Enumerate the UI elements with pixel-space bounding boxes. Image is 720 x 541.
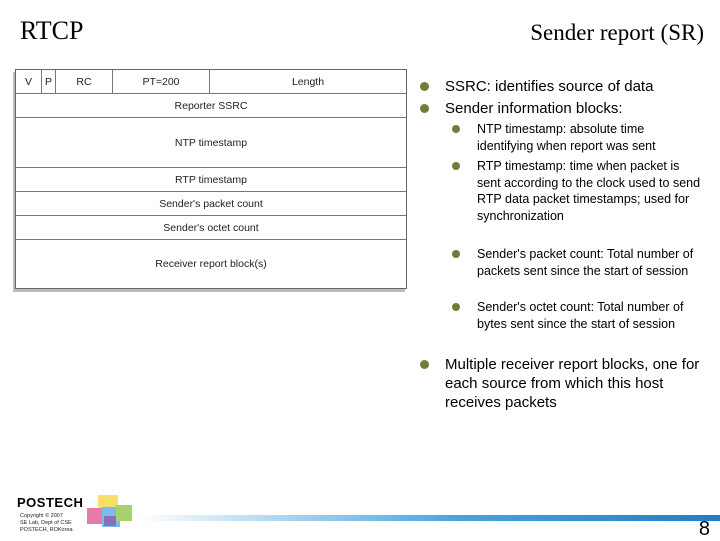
bullet-icon bbox=[420, 104, 429, 113]
footer-bar bbox=[136, 515, 720, 521]
bullet-receiver-blocks: Multiple receiver report blocks, one for… bbox=[445, 356, 700, 411]
field-version: V bbox=[16, 70, 42, 93]
row-rtp-timestamp: RTP timestamp bbox=[16, 168, 406, 192]
page-number: 8 bbox=[698, 518, 710, 540]
sub-bullet-ntp: NTP timestamp: absolute time identifying… bbox=[477, 122, 656, 153]
bullet-ssrc: SSRC: identifies source of data bbox=[445, 78, 654, 95]
sub-bullet-rtp: RTP timestamp: time when packet is sent … bbox=[477, 159, 701, 224]
field-rc: RC bbox=[56, 70, 113, 93]
sub-bullet-icon bbox=[452, 125, 460, 133]
copyright-notice: Copyright © 2007 SE Lab, Dept of CSE POS… bbox=[20, 513, 73, 534]
copyright-line: POSTECH, ROKorea bbox=[20, 527, 73, 533]
sub-bullet-icon bbox=[452, 162, 460, 170]
row-octet-count: Sender's octet count bbox=[16, 216, 406, 240]
row-reporter-ssrc: Reporter SSRC bbox=[16, 94, 406, 118]
slide-title: Sender report (SR) bbox=[530, 20, 704, 45]
copyright-line: Copyright © 2007 bbox=[20, 513, 63, 519]
postech-logo-text: POSTECH bbox=[17, 495, 84, 510]
row-receiver-report-blocks: Receiver report block(s) bbox=[155, 258, 267, 270]
field-length: Length bbox=[291, 75, 325, 88]
sr-packet-diagram: V P RC PT=200 Length Reporter SSRC NTP t… bbox=[15, 69, 407, 289]
field-pt: PT=200 bbox=[113, 70, 210, 93]
bullet-icon bbox=[420, 360, 429, 369]
header-row: V P RC PT=200 Length bbox=[16, 70, 406, 94]
bullet-icon bbox=[420, 82, 429, 91]
row-ntp-timestamp: NTP timestamp bbox=[16, 118, 406, 168]
field-padding: P bbox=[42, 70, 56, 93]
sub-bullet-icon bbox=[452, 303, 460, 311]
row-packet-count: Sender's packet count bbox=[16, 192, 406, 216]
slide-section-title: RTCP bbox=[20, 16, 84, 45]
sub-bullet-packet-count: Sender's packet count: Total number of p… bbox=[477, 247, 694, 278]
copyright-line: SE Lab, Dept of CSE bbox=[20, 520, 72, 526]
bullet-sender-info: Sender information blocks: bbox=[445, 100, 623, 117]
sub-bullet-octet-count: Sender's octet count: Total number of by… bbox=[477, 300, 684, 331]
sub-bullet-icon bbox=[452, 250, 460, 258]
